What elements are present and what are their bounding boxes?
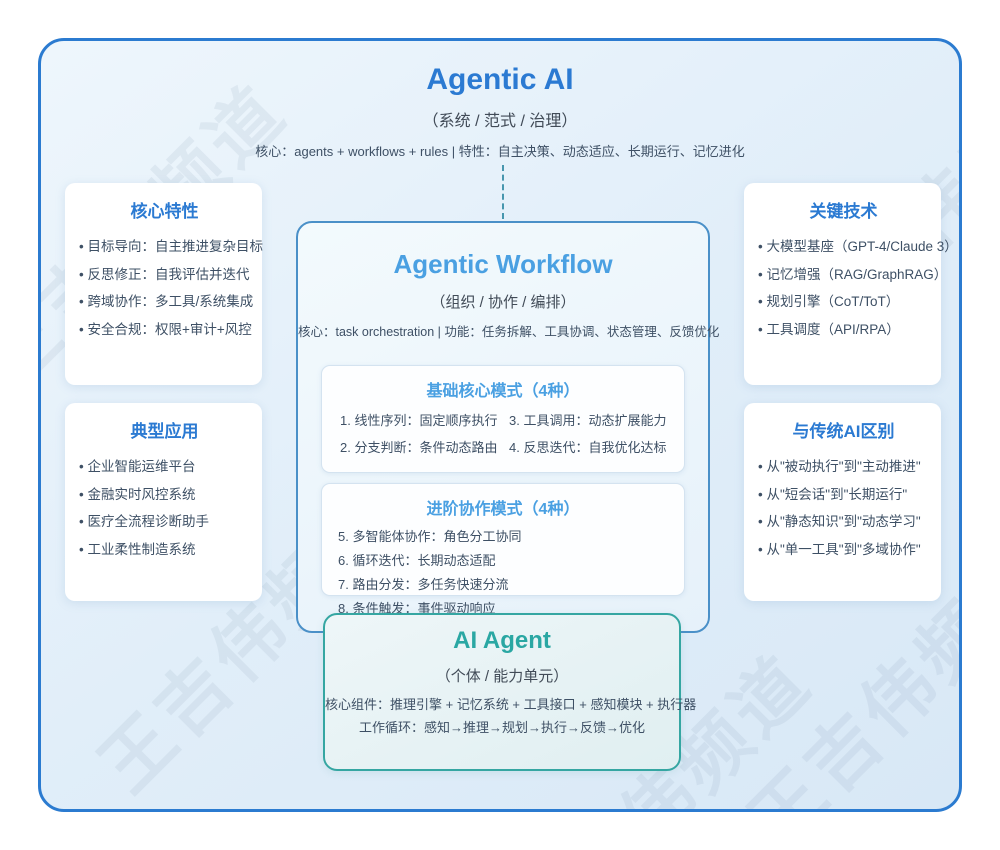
vs-traditional-ai-list: 从"被动执行"到"主动推进" 从"短会话"到"长期运行" 从"静态知识"到"动态…: [756, 453, 931, 563]
pattern-item: 6. 循环迭代：长期动态适配: [338, 553, 496, 568]
agent-detail-lines: 核心组件：推理引擎 + 记忆系统 + 工具接口 + 感知模块 + 执行器 工作循…: [325, 693, 697, 739]
page-description: 核心：agents + workflows + rules | 特性：自主决策、…: [255, 144, 745, 159]
pattern-item: 5. 多智能体协作：角色分工协同: [338, 529, 522, 544]
list-item: 从"被动执行"到"主动推进": [758, 453, 931, 481]
vs-traditional-ai-title: 与传统AI区别: [792, 422, 895, 441]
ai-agent-panel: AI Agent （个体 / 能力单元） 核心组件：推理引擎 + 记忆系统 + …: [323, 613, 697, 771]
core-features-title: 核心特性: [130, 202, 199, 221]
basic-patterns-panel: 基础核心模式（4种） 1. 线性序列：固定顺序执行 2. 分支判断：条件动态路由…: [321, 365, 685, 473]
list-item: 记忆增强（RAG/GraphRAG）: [758, 261, 947, 289]
typical-apps-title: 典型应用: [130, 422, 199, 441]
workflow-description: 核心：task orchestration | 功能：任务拆解、工具协调、状态管…: [298, 325, 720, 339]
list-item: 医疗全流程诊断助手: [79, 508, 252, 536]
pattern-item: 3. 工具调用：动态扩展能力: [509, 413, 667, 428]
pattern-item: 2. 分支判断：条件动态路由: [340, 440, 498, 455]
pattern-item: 7. 路由分发：多任务快速分流: [338, 577, 509, 592]
key-tech-panel: 关键技术 大模型基座（GPT-4/Claude 3） 记忆增强（RAG/Grap…: [744, 183, 958, 385]
basic-patterns-grid: 1. 线性序列：固定顺序执行 2. 分支判断：条件动态路由 3. 工具调用：动态…: [322, 407, 684, 461]
typical-apps-panel: 典型应用 企业智能运维平台 金融实时风控系统 医疗全流程诊断助手 工业柔性制造系…: [65, 403, 262, 601]
list-item: 工业柔性制造系统: [79, 536, 252, 564]
pattern-item: 8. 条件触发：事件驱动响应: [338, 601, 496, 616]
key-tech-title: 关键技术: [809, 202, 878, 221]
agent-title: AI Agent: [453, 627, 551, 654]
agent-subtitle: （个体 / 能力单元）: [435, 668, 569, 685]
agentic-workflow-panel: Agentic Workflow （组织 / 协作 / 编排） 核心：task …: [296, 221, 720, 633]
core-features-panel: 核心特性 目标导向：自主推进复杂目标 反思修正：自我评估并迭代 跨域协作：多工具…: [65, 183, 263, 385]
advanced-patterns-list: 5. 多智能体协作：角色分工协同 6. 循环迭代：长期动态适配 7. 路由分发：…: [322, 525, 684, 621]
key-tech-list: 大模型基座（GPT-4/Claude 3） 记忆增强（RAG/GraphRAG）…: [756, 233, 957, 344]
list-item: 从"短会话"到"长期运行": [758, 481, 931, 509]
list-item: 反思修正：自我评估并迭代: [79, 261, 252, 289]
vs-traditional-ai-panel: 与传统AI区别 从"被动执行"到"主动推进" 从"短会话"到"长期运行" 从"静…: [744, 403, 941, 601]
page-title: Agentic AI: [426, 63, 574, 96]
list-item: 企业智能运维平台: [79, 453, 252, 481]
list-item: 跨域协作：多工具/系统集成: [79, 288, 253, 316]
workflow-title: Agentic Workflow: [393, 249, 613, 279]
list-item: 安全合规：权限+审计+风控: [79, 316, 252, 344]
pattern-item: 1. 线性序列：固定顺序执行: [340, 413, 498, 428]
typical-apps-list: 企业智能运维平台 金融实时风控系统 医疗全流程诊断助手 工业柔性制造系统: [77, 453, 252, 563]
agent-components-line: 核心组件：推理引擎 + 记忆系统 + 工具接口 + 感知模块 + 执行器: [325, 697, 697, 712]
list-item: 从"静态知识"到"动态学习": [758, 508, 931, 536]
list-item: 金融实时风控系统: [79, 481, 252, 509]
workflow-subtitle: （组织 / 协作 / 编排）: [430, 294, 576, 311]
page-subtitle: （系统 / 范式 / 治理）: [422, 113, 578, 130]
advanced-patterns-panel: 进阶协作模式（4种） 5. 多智能体协作：角色分工协同 6. 循环迭代：长期动态…: [321, 483, 685, 616]
agentic-ai-root-panel: 王吉伟频道 王吉伟频道 王吉伟频道 王吉伟频道 王吉伟频道 Agentic AI…: [38, 38, 962, 812]
list-item: 工具调度（API/RPA）: [758, 316, 931, 344]
list-item: 规划引擎（CoT/ToT）: [758, 288, 931, 316]
core-features-list: 目标导向：自主推进复杂目标 反思修正：自我评估并迭代 跨域协作：多工具/系统集成…: [77, 233, 263, 344]
basic-patterns-title: 基础核心模式（4种）: [426, 383, 580, 400]
list-item: 大模型基座（GPT-4/Claude 3）: [758, 233, 957, 261]
connector-title-to-workflow: [502, 165, 504, 219]
pattern-item: 4. 反思迭代：自我优化达标: [509, 440, 667, 455]
list-item: 目标导向：自主推进复杂目标: [79, 233, 263, 261]
agent-loop-line: 工作循环：感知→推理→规划→执行→反馈→优化: [358, 720, 645, 735]
list-item: 从"单一工具"到"多域协作": [758, 536, 931, 564]
advanced-patterns-title: 进阶协作模式（4种）: [426, 501, 580, 518]
